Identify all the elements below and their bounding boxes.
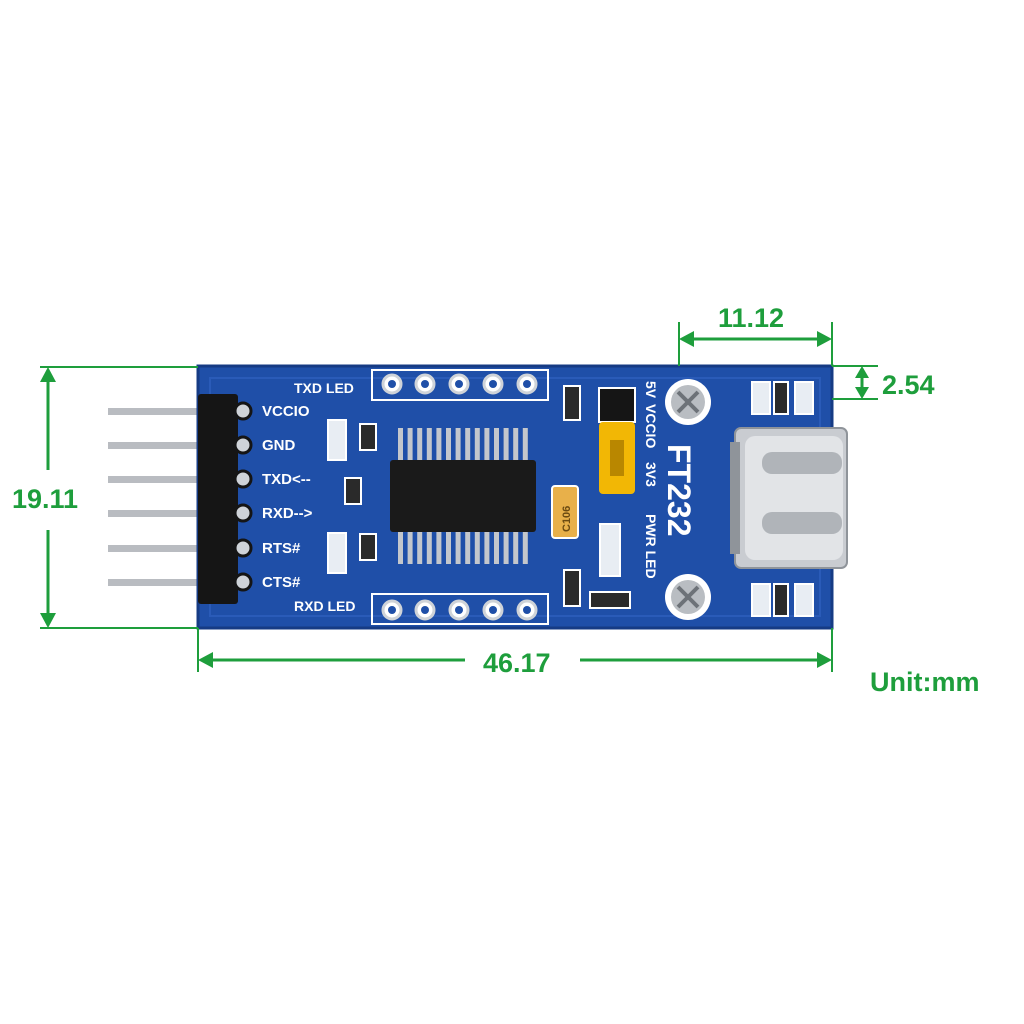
chip-leg [474,530,480,564]
chip-leg [398,530,403,564]
chip-leg [513,530,519,564]
bottom-pad-holes [388,606,531,614]
dimension-lines [40,322,878,672]
chip-leg [407,530,413,564]
chip-leg [522,530,528,564]
smd-parts-middle [563,385,631,609]
chip-leg [494,428,499,462]
chip-leg [398,428,403,462]
chip-leg [446,428,451,462]
length-dimension-label: 46.17 [483,648,551,678]
pin-label-rxd: RXD--> [262,505,313,522]
pin-label-cts: CTS# [262,574,301,591]
chip-leg [455,428,461,462]
chip-leg [436,530,442,564]
board-model-label: FT232 [661,444,697,536]
chip-leg [407,428,413,462]
smd-parts-right [751,381,814,617]
header-pin [108,510,200,517]
usb-width-dimension-label: 11.12 [718,303,784,333]
chip-leg [417,428,423,462]
chip-leg [465,428,471,462]
chip-leg [484,428,490,462]
offset-dimension-label: 2.54 [882,370,935,400]
chip-leg [446,530,451,564]
capacitor-c106: C106 [551,485,579,539]
chip-leg [465,530,471,564]
chip-leg [484,530,490,564]
pin-labels: VCCIO GND TXD<-- RXD--> RTS# CTS# [262,403,313,591]
top-pad-frame [371,369,549,401]
pin-header-housing [198,394,238,604]
chip-leg [513,428,519,462]
chip-leg [474,428,480,462]
chip-leg [436,428,442,462]
power-jumper [598,387,636,494]
dimension-arrowheads [40,331,869,668]
smd-leds-left [327,419,377,574]
screw-icon [665,379,711,425]
chip-leg [503,428,509,462]
header-solder-pads [233,401,253,592]
header-pin [108,545,200,552]
rxd-led-label: RXD LED [294,598,355,614]
pin-label-rts: RTS# [262,540,301,557]
capacitor-label: C106 [561,506,573,532]
chip-leg [494,530,499,564]
usb-c-connector-icon [730,427,848,569]
chip-leg [426,428,432,462]
jumper-label-3v3: 3V3 [643,462,659,487]
header-pin [108,476,200,483]
header-pin [108,579,200,586]
jumper-label-vccio: VCCIO [643,404,659,448]
chip-leg [503,530,509,564]
pin-label-gnd: GND [262,437,296,454]
jumper-label-5v: 5V [643,381,659,399]
chip-leg [455,530,461,564]
chip-leg [417,530,423,564]
header-pin [108,408,200,415]
pin-label-txd: TXD<-- [262,471,311,488]
chip-leg [426,530,432,564]
header-pin [108,442,200,449]
header-pins [108,408,200,586]
top-pad-holes [388,380,531,388]
txd-led-label: TXD LED [294,380,354,396]
pin-label-vccio: VCCIO [262,403,310,420]
ft232-chip [390,428,536,564]
pwr-led-label: PWR LED [643,514,659,579]
height-dimension-label: 19.11 [12,484,78,514]
screw-icon [665,574,711,620]
chip-leg [522,428,528,462]
bottom-pad-frame [371,593,549,625]
unit-label: Unit:mm [870,667,980,697]
